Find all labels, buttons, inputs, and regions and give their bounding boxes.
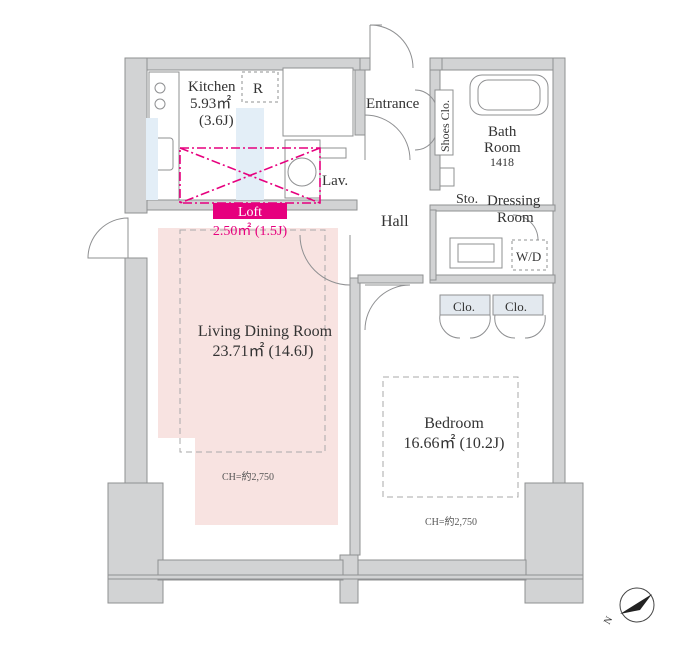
kitchen-area: 5.93㎡ <box>190 95 231 112</box>
entrance-door <box>369 24 414 69</box>
loft-area: 2.50㎡ (1.5J) <box>213 223 288 239</box>
shoes-closet-box <box>434 89 454 156</box>
washer-box <box>511 239 548 271</box>
bedroom-area: 16.66㎡ (10.2J) <box>404 434 505 452</box>
compass-icon: N <box>602 587 655 627</box>
closet-1-label: Clo. <box>453 299 475 314</box>
storage-box <box>439 167 455 187</box>
doors <box>87 24 546 339</box>
living-room-floor <box>158 228 338 525</box>
entrance-label: Entrance <box>366 96 420 112</box>
hall-label: Hall <box>381 213 409 230</box>
vanity <box>449 237 503 269</box>
living-loft-outline <box>179 229 326 453</box>
washer-label: W/D <box>516 249 541 264</box>
loft-marker: Loft 2.50㎡ (1.5J) <box>179 147 321 239</box>
fridge-label: R <box>253 81 263 97</box>
closet-2-box <box>492 294 544 316</box>
compass-north-label: N <box>602 615 615 627</box>
living-area: 23.71㎡ (14.6J) <box>213 342 314 360</box>
walls <box>107 57 584 604</box>
toilet-icon <box>287 157 317 187</box>
living-ceiling: CH=約2,750 <box>222 470 274 483</box>
bath-label-1: Bath <box>488 124 517 140</box>
bedroom-ceiling: CH=約2,750 <box>425 515 477 528</box>
loft-badge <box>213 203 287 219</box>
closet-1-box <box>439 294 491 316</box>
storage-label: Sto. <box>456 192 478 207</box>
bedroom-door <box>364 284 411 331</box>
kitchen-name: Kitchen <box>188 79 236 95</box>
bedroom-name: Bedroom <box>424 415 484 432</box>
loft-label: Loft <box>238 205 262 220</box>
lav-label: Lav. <box>322 173 348 189</box>
stove-burner-icon <box>154 98 166 110</box>
closet-2-label: Clo. <box>505 299 527 314</box>
shoes-closet-label: Shoes Clo. <box>438 100 452 152</box>
bath-label-2: Room <box>484 140 521 156</box>
bath-size: 1418 <box>490 155 514 169</box>
side-door <box>87 217 129 259</box>
stove-burner-icon <box>154 82 166 94</box>
living-name: Living Dining Room <box>198 323 333 340</box>
dressing-label-1: Dressing <box>487 193 541 209</box>
dressing-label-2: Room <box>497 210 534 226</box>
kitchen-jo: (3.6J) <box>199 113 234 129</box>
bedroom-dashed-outline <box>382 376 519 498</box>
bathtub <box>469 74 549 116</box>
fridge-box <box>241 71 279 103</box>
